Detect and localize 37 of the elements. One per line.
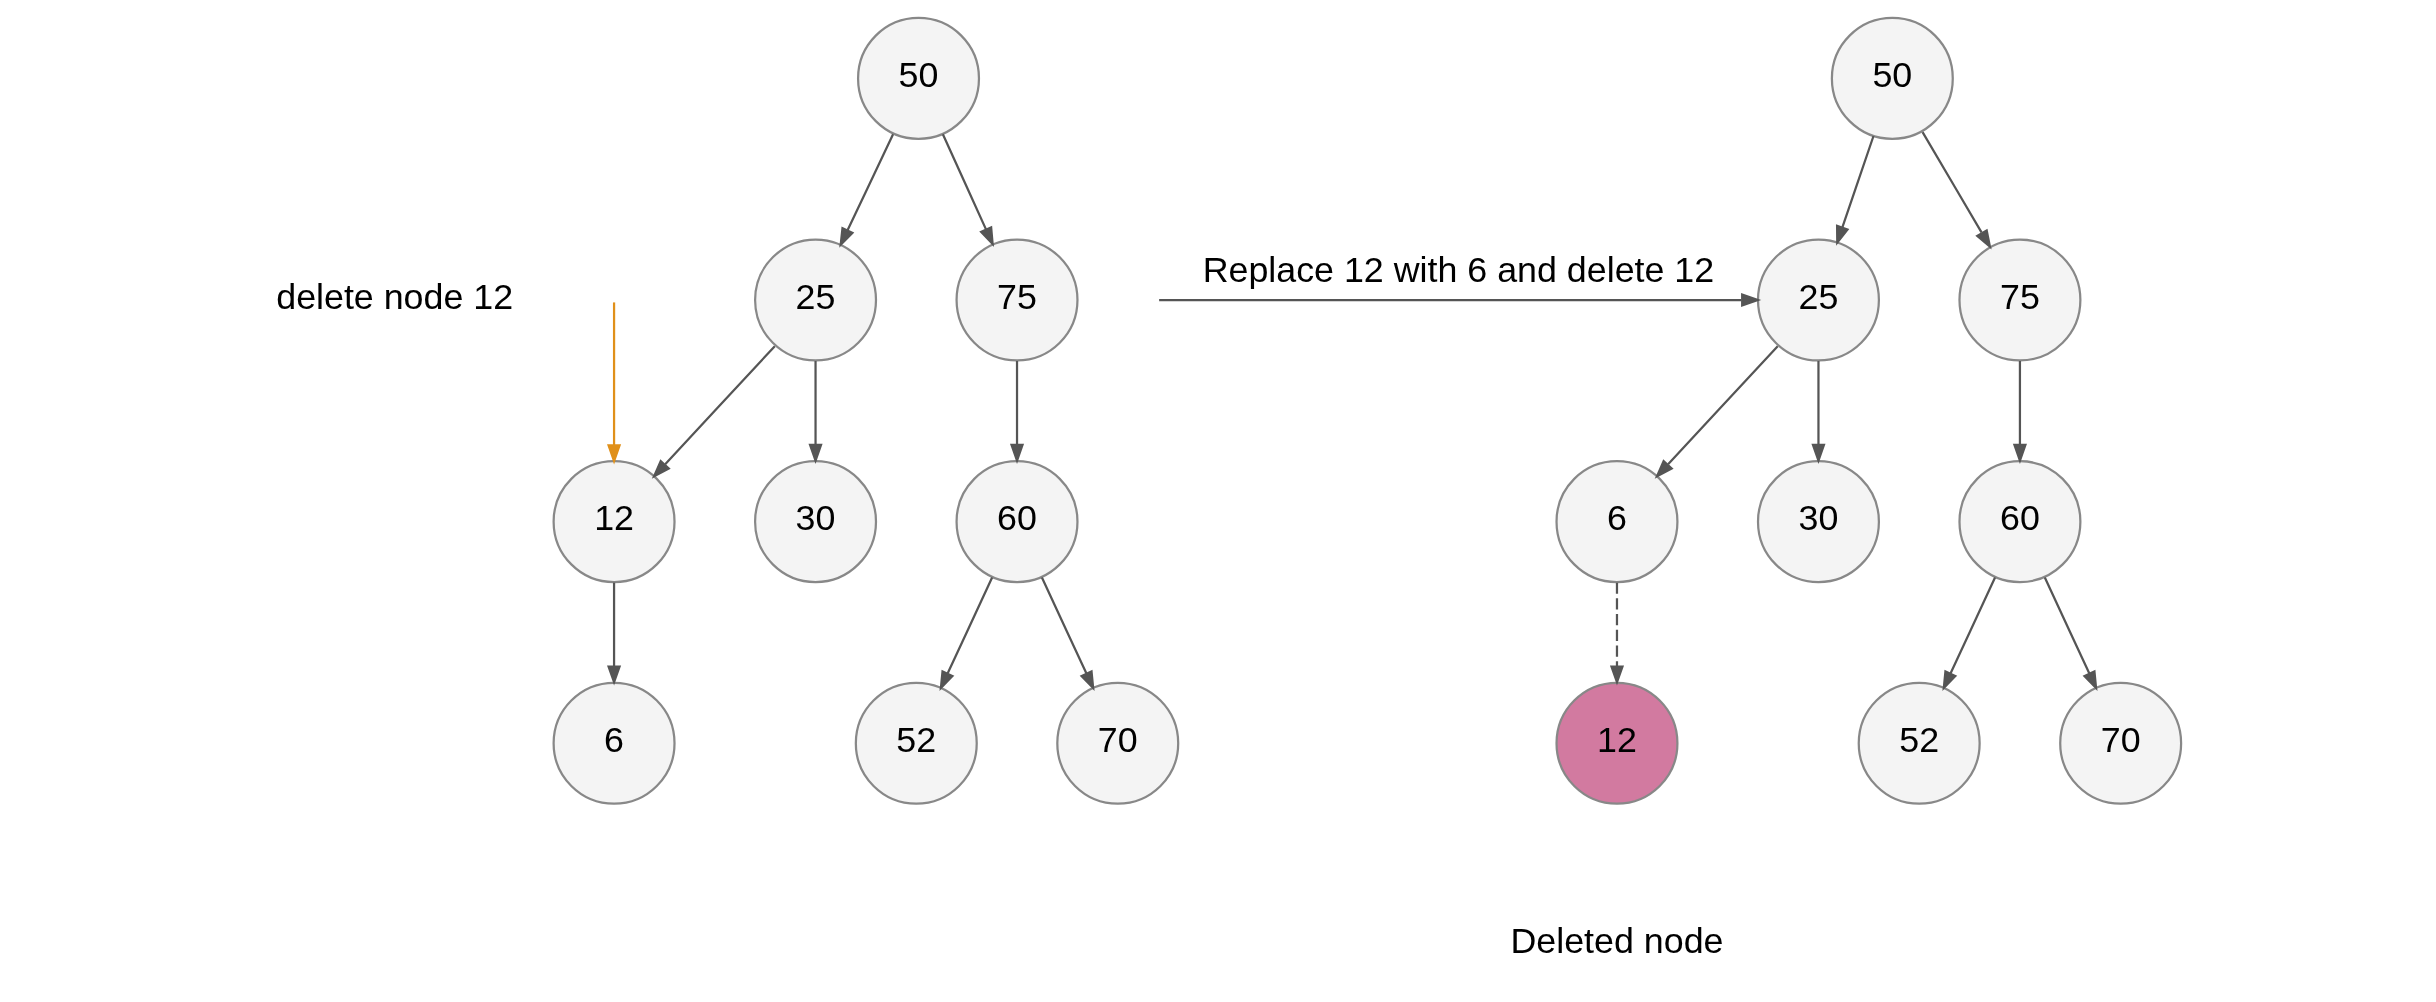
node-circle: 75	[1957, 237, 2081, 362]
arrow	[606, 301, 621, 464]
arrow	[1835, 135, 1875, 246]
arrow	[2012, 360, 2027, 464]
arrow	[1158, 292, 1761, 307]
node-circle: 60	[954, 459, 1079, 583]
node-label: Deleted node	[1509, 920, 1723, 961]
node-circle: 25	[1756, 237, 1880, 362]
node-circle: 70	[1055, 681, 1179, 805]
node-circle: 30	[753, 459, 877, 583]
node-circle: 50	[856, 16, 980, 140]
arrow	[1941, 576, 1996, 691]
arrow	[606, 582, 621, 686]
arrow	[1654, 344, 1778, 479]
arrow	[1009, 360, 1024, 464]
arrow	[2043, 576, 2097, 691]
arrow	[651, 344, 776, 479]
label: delete node 12	[275, 276, 513, 317]
node-circle: 12	[1554, 681, 1679, 805]
node-circle: 30	[1756, 459, 1880, 583]
arrow	[1921, 131, 1992, 250]
arrow	[941, 133, 994, 247]
arrow	[1040, 576, 1095, 691]
arrow	[1609, 582, 1624, 686]
arrow	[939, 576, 993, 691]
arrow	[838, 133, 894, 248]
arrow	[1810, 360, 1825, 464]
node-circle: 70	[2058, 681, 2182, 805]
node-circle: 52	[1857, 681, 1981, 805]
node-circle: 50	[1830, 16, 1954, 140]
node-circle: 6	[552, 681, 676, 805]
edge-label: Replace 12 with 6 and delete 12	[1202, 249, 1714, 290]
node-circle: 52	[854, 681, 978, 805]
node-circle: 25	[753, 237, 877, 362]
node-circle: 60	[1957, 459, 2081, 583]
node-circle: 75	[954, 237, 1079, 362]
arrow	[808, 360, 823, 464]
